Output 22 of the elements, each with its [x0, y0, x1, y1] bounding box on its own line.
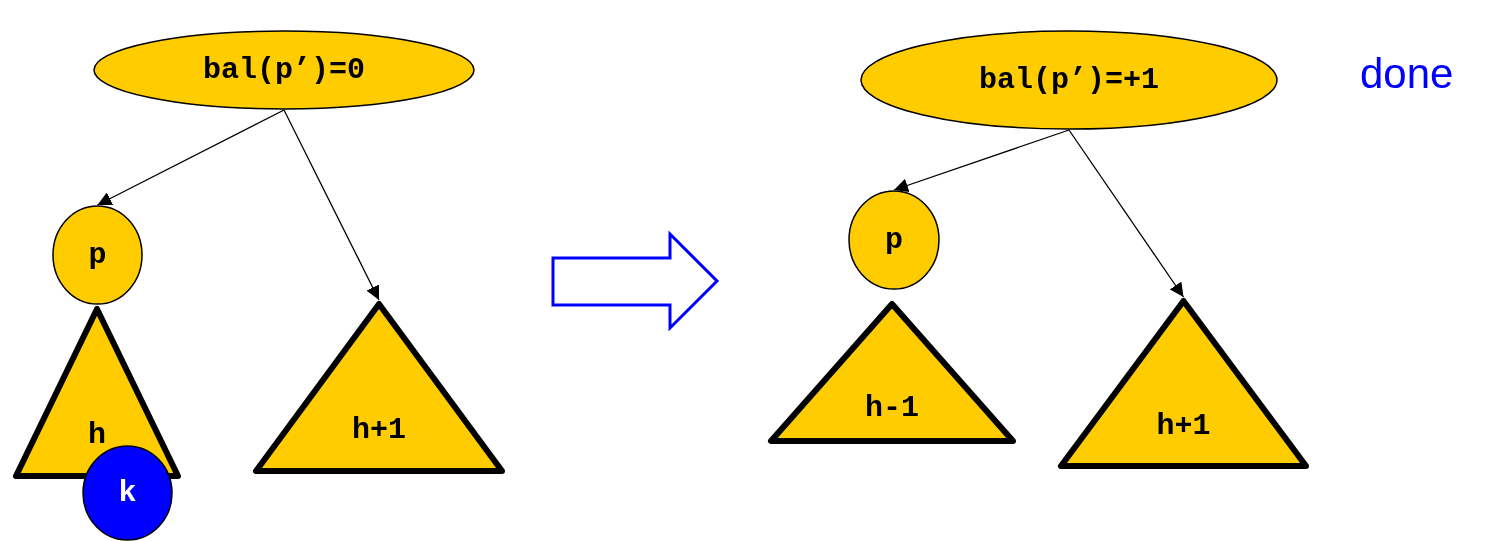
node-label: h+1 [351, 413, 407, 448]
subtree-triangle [252, 300, 506, 475]
node-label: k [117, 476, 138, 510]
arrow [1068, 129, 1185, 298]
inserted-node [82, 445, 173, 541]
node-label: h [87, 418, 107, 453]
subtree-triangle [1057, 297, 1310, 470]
node-label: h-1 [864, 391, 920, 425]
node-label: p [87, 238, 108, 272]
tree-node [93, 30, 475, 110]
tree-node [52, 205, 143, 305]
arrow [893, 129, 1070, 193]
arrow [96, 109, 285, 206]
arrow [283, 109, 380, 301]
node-label: bal(p’)=+1 [978, 63, 1160, 97]
status-note: done [1360, 50, 1454, 98]
tree-node [860, 30, 1278, 130]
tree-node [848, 190, 940, 290]
subtree-triangle [767, 300, 1017, 445]
node-label: p [884, 223, 904, 257]
node-label: bal(p’)=0 [202, 53, 366, 87]
node-label: h+1 [1155, 408, 1212, 443]
